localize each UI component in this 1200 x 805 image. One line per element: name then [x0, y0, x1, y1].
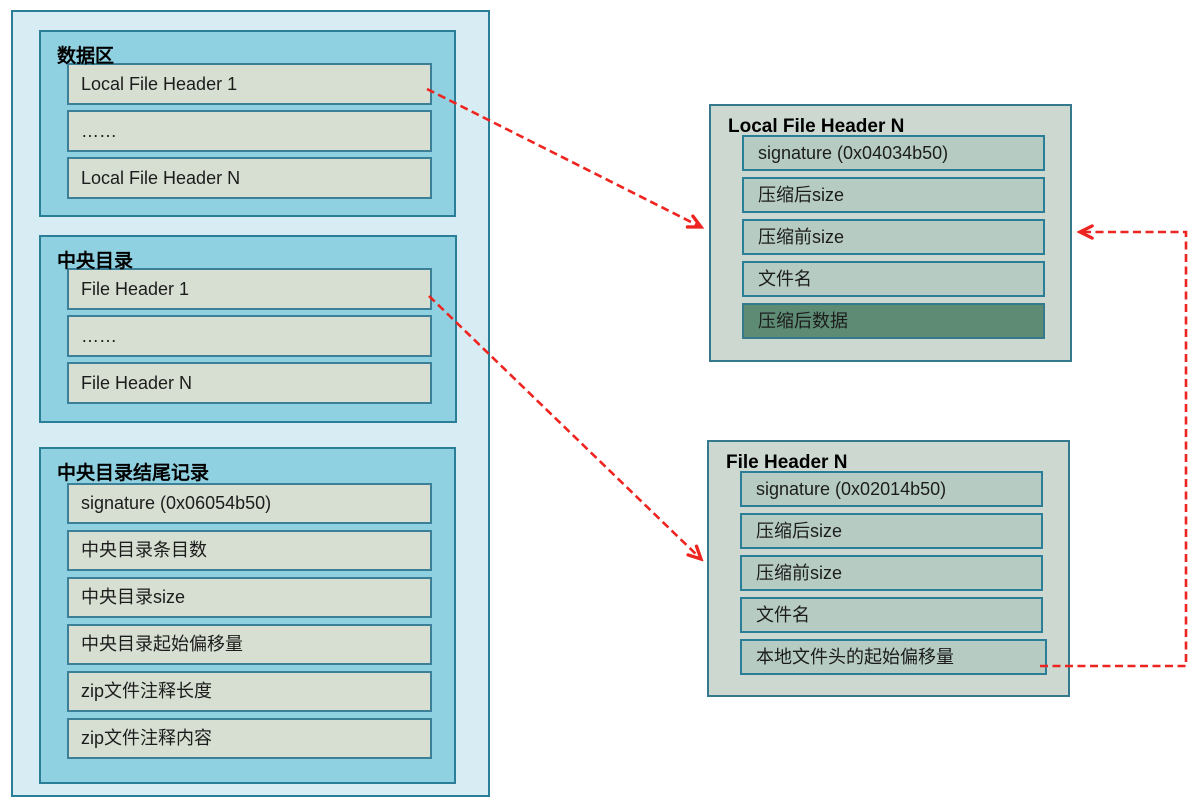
- row-eocd-signature: signature (0x06054b50): [67, 483, 432, 524]
- row-file-name: 文件名: [742, 261, 1045, 297]
- detail-box-title: File Header N: [726, 452, 848, 473]
- section-central-directory: 中央目录 File Header 1 …… File Header N: [39, 235, 457, 423]
- row-uncompressed-size: 压缩前size: [742, 219, 1045, 255]
- row-local-header-offset: 本地文件头的起始偏移量: [740, 639, 1047, 675]
- row-cdfh-signature: signature (0x02014b50): [740, 471, 1043, 507]
- row-file-header-1: File Header 1: [67, 268, 432, 310]
- row-compressed-size: 压缩后size: [742, 177, 1045, 213]
- row-cd-size: 中央目录size: [67, 577, 432, 618]
- row-file-header-n: File Header N: [67, 362, 432, 404]
- row-comment-length: zip文件注释长度: [67, 671, 432, 712]
- section-title: 中央目录结尾记录: [57, 463, 210, 484]
- section-title: 数据区: [57, 46, 115, 67]
- zip-file-container: 数据区 Local File Header 1 …… Local File He…: [11, 10, 490, 797]
- section-end-of-central-directory: 中央目录结尾记录 signature (0x06054b50) 中央目录条目数 …: [39, 447, 456, 784]
- row-ellipsis: ……: [67, 315, 432, 357]
- row-local-file-header-n: Local File Header N: [67, 157, 432, 199]
- row-uncompressed-size: 压缩前size: [740, 555, 1043, 591]
- section-data-area: 数据区 Local File Header 1 …… Local File He…: [39, 30, 456, 217]
- row-file-name: 文件名: [740, 597, 1043, 633]
- row-entry-count: 中央目录条目数: [67, 530, 432, 571]
- detail-box-local-file-header-n: Local File Header N signature (0x04034b5…: [709, 104, 1072, 362]
- row-comment-content: zip文件注释内容: [67, 718, 432, 759]
- row-local-file-header-1: Local File Header 1: [67, 63, 432, 105]
- row-ellipsis: ……: [67, 110, 432, 152]
- detail-box-title: Local File Header N: [728, 116, 905, 137]
- row-lfh-signature: signature (0x04034b50): [742, 135, 1045, 171]
- row-cd-offset: 中央目录起始偏移量: [67, 624, 432, 665]
- detail-box-file-header-n: File Header N signature (0x02014b50) 压缩后…: [707, 440, 1070, 697]
- row-compressed-data: 压缩后数据: [742, 303, 1045, 339]
- section-title: 中央目录: [57, 251, 134, 272]
- row-compressed-size: 压缩后size: [740, 513, 1043, 549]
